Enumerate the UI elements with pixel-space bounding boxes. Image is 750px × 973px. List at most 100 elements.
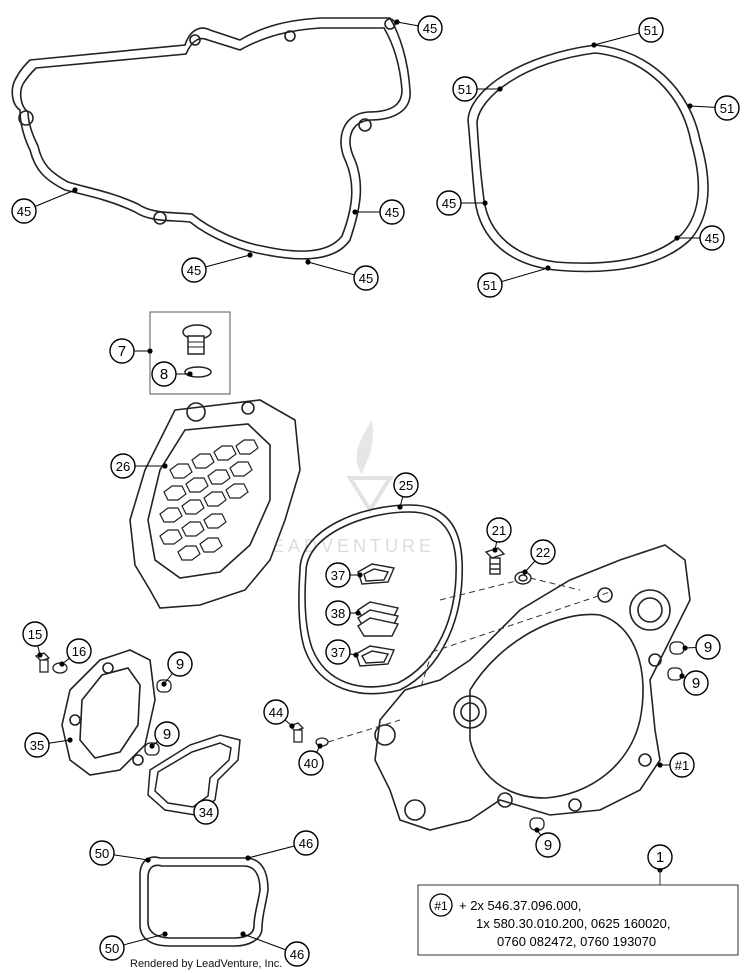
callout-46: 46 [284,941,310,967]
callout-circle [647,844,673,870]
callout-label: 46 [299,836,313,851]
callout-circle [535,832,561,858]
leader-dot [162,931,168,937]
callout-9: 9 [154,721,180,747]
callout-label: 40 [304,756,318,771]
callout-circle [110,453,136,479]
leader-dot [161,681,167,687]
clutch-cover-gasket-oval [298,504,464,695]
callout-45: 45 [436,190,462,216]
callout-circle [683,670,709,696]
callout-label: 1 [656,849,664,866]
leader-dot [674,235,680,241]
leader-dot [522,569,528,575]
callout-44: 44 [263,699,289,725]
leader-dot [687,103,693,109]
callout-circle [66,638,92,664]
callout-label: 44 [269,705,283,720]
callout-circle [379,199,405,225]
callout-label: #1 [675,758,689,773]
callout-circle [695,634,721,660]
callout-label: 15 [28,627,42,642]
rubber-insert-bottom [355,645,395,667]
callout-circle [325,600,351,626]
callout-circle [109,338,135,364]
drain-plug [484,547,532,585]
note-line-3: 0760 082472, 0760 193070 [497,934,656,949]
leader-dot [679,673,685,679]
callout-label: 50 [105,941,119,956]
kit-note-box: #1 + 2x 546.37.096.000, 1x 580.30.010.20… [417,870,739,956]
callout-label: 51 [483,278,497,293]
callout-label: 9 [163,726,171,743]
callout-15: 15 [22,621,48,647]
callout-label: 51 [720,101,734,116]
leader-dot [67,737,73,743]
callout-label: 21 [492,523,506,538]
callout-circle [638,17,664,43]
callout-circle [181,257,207,283]
leader-dot [397,504,403,510]
callout-circle [325,639,351,665]
leader-dot [162,463,168,469]
leader-dot [682,645,688,651]
callout-circle [417,15,443,41]
leader-dot [145,857,151,863]
callout-circle [167,651,193,677]
leader-dot [305,259,311,265]
leader-dot [353,652,359,658]
leader-dot [497,86,503,92]
callout-circle [669,752,695,778]
callout-label: 45 [423,21,437,36]
callout-38: 38 [325,600,351,626]
callout-51: 51 [714,95,740,121]
callout-37: 37 [325,639,351,665]
callout-22: 22 [530,539,556,565]
callout-label: 45 [385,205,399,220]
note-line-1: + 2x 546.37.096.000, [459,898,582,913]
clutch-cover-gasket-large [11,17,411,260]
leader-lines [23,19,728,955]
callout-25: 25 [393,472,419,498]
callout-51: 51 [638,17,664,43]
callout-label: 9 [704,639,712,656]
callout-circle [714,95,740,121]
leader-dot [289,723,295,729]
water-pump-gasket [147,734,241,816]
callout-circle [89,840,115,866]
leader-dot [317,743,323,749]
callout-circle [154,721,180,747]
callout-45: 45 [181,257,207,283]
callout-8: 8 [151,361,177,387]
callout-label: 9 [544,837,552,854]
callout-circle [193,799,219,825]
callout-circle [99,935,125,961]
callout-circle [353,265,379,291]
callout-9: 9 [683,670,709,696]
callout-label: 26 [116,459,130,474]
callout-circle [393,472,419,498]
dowel-sleeves [144,641,685,831]
callout-#1: #1 [669,752,695,778]
callout-40: 40 [298,750,324,776]
callout-label: 35 [30,738,44,753]
callout-45: 45 [699,225,725,251]
watermark-text: LEADVENTURE [258,536,435,556]
note-line-2: 1x 580.30.010.200, 0625 160020, [476,916,670,931]
callout-50: 50 [89,840,115,866]
callout-45: 45 [417,15,443,41]
callout-34: 34 [193,799,219,825]
callout-9: 9 [535,832,561,858]
callout-label: 45 [187,263,201,278]
rubber-insert-top [357,563,395,585]
leader-dot [492,547,498,553]
callout-label: 37 [331,645,345,660]
callout-label: 9 [176,656,184,673]
callout-circle [298,750,324,776]
callout-label: 25 [399,478,413,493]
callout-51: 51 [477,272,503,298]
callout-circle [477,272,503,298]
callout-label: 37 [331,568,345,583]
